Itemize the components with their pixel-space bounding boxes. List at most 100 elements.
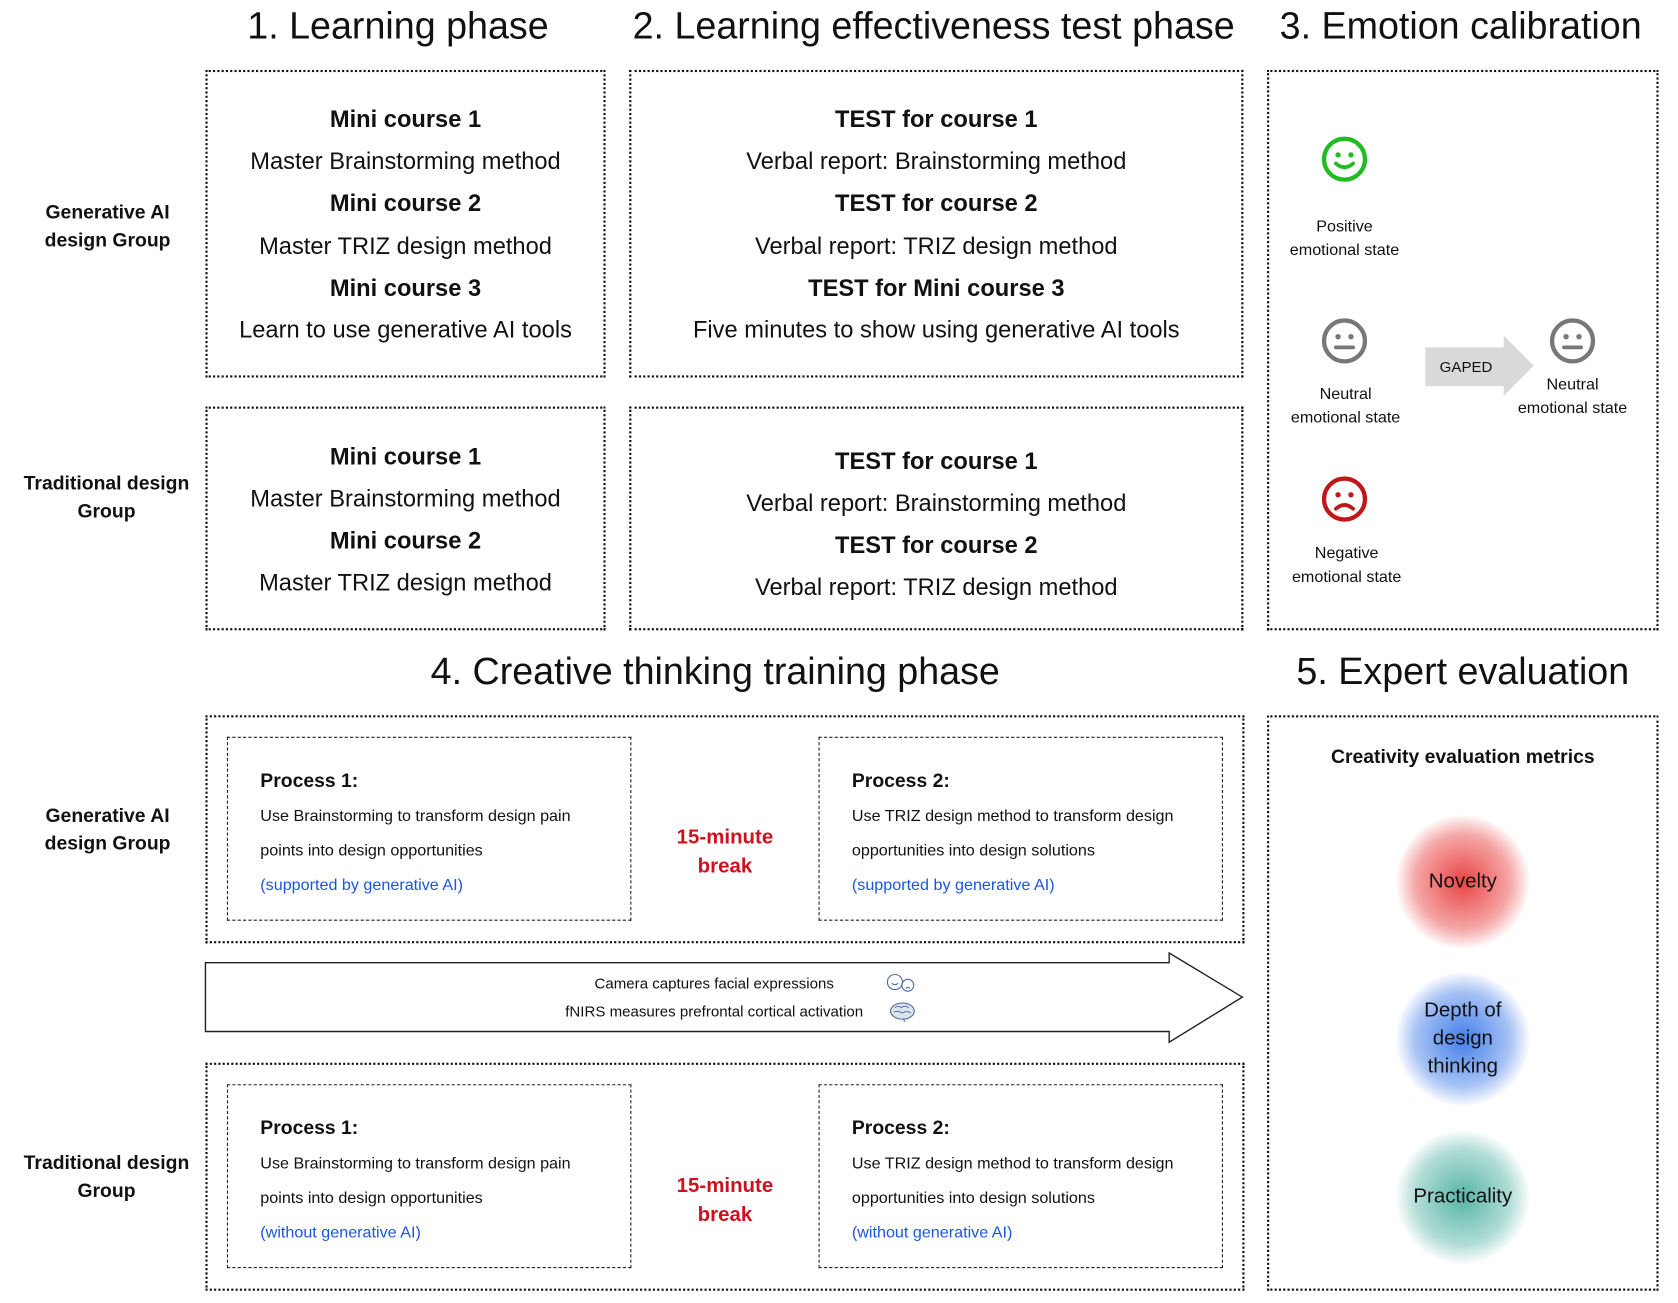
process-note: (without generative AI) <box>260 1223 421 1242</box>
learning-genai-box: Mini course 1 Master Brainstorming metho… <box>205 69 606 378</box>
process-title: Process 1: <box>260 1117 359 1139</box>
process-title: Process 1: <box>260 769 359 792</box>
expert-evaluation-title: 5. Expert evaluation <box>1296 650 1630 693</box>
camera-measure-text: Camera captures facial expressions <box>594 974 834 992</box>
training-genai-box: Process 1: Use Brainstorming to transfor… <box>205 715 1245 944</box>
process-desc: Use TRIZ design method to transform desi… <box>851 1154 1174 1173</box>
metric-label: Depth of <box>1424 999 1502 1022</box>
course-title: Mini course 3 <box>329 274 482 302</box>
label-line: design Group <box>44 229 171 251</box>
course-desc: Master Brainstorming method <box>250 147 561 175</box>
label-line: emotional state <box>1290 408 1401 428</box>
label-line: emotional state <box>1517 399 1628 418</box>
brain-icon <box>890 1002 915 1022</box>
training-traditional-box: Process 1: Use Brainstorming to transfor… <box>205 1062 1245 1291</box>
gaped-arrow-icon <box>1425 335 1534 396</box>
metrics-heading: Creativity evaluation metrics <box>1330 745 1595 768</box>
process-desc: opportunities into design solutions <box>851 841 1095 860</box>
group-label-genai: Generative AI design Group <box>11 198 205 254</box>
neutral-face-icon <box>1321 318 1368 364</box>
label-line: Neutral <box>1546 375 1599 394</box>
test-desc: Five minutes to show using generative AI… <box>692 316 1180 344</box>
course-desc: Master TRIZ design method <box>259 568 552 596</box>
gaped-label: GAPED <box>1439 358 1493 376</box>
process-desc: opportunities into design solutions <box>851 1189 1095 1208</box>
test-desc: Verbal report: TRIZ design method <box>755 232 1118 260</box>
group-label-genai-training: Generative AI design Group <box>11 801 205 857</box>
label-line: Negative <box>1314 544 1379 563</box>
label-line: Generative AI <box>45 804 170 827</box>
emotion-calibration-title: 3. Emotion calibration <box>1279 5 1642 48</box>
process-desc: Use Brainstorming to transform design pa… <box>260 1154 571 1173</box>
process-note: (supported by generative AI) <box>260 876 463 895</box>
label-line: break <box>697 855 753 878</box>
metric-practicality: Practicality <box>1396 1130 1530 1264</box>
break-label: 15-minute break <box>677 823 774 881</box>
metric-novelty: Novelty <box>1396 815 1530 949</box>
process-desc: Use Brainstorming to transform design pa… <box>260 807 571 826</box>
process-1-box: Process 1: Use Brainstorming to transfor… <box>226 736 632 921</box>
process-note: (without generative AI) <box>851 1223 1013 1242</box>
process-title: Process 2: <box>851 1117 950 1139</box>
label-line: 15-minute <box>676 826 774 849</box>
process-2-box: Process 2: Use TRIZ design method to tra… <box>818 1084 1223 1269</box>
label-line: Group <box>77 500 136 522</box>
fnirs-measure-text: fNIRS measures prefrontal cortical activ… <box>565 1002 864 1020</box>
measurement-arrow <box>204 951 1244 1044</box>
test-title: TEST for course 2 <box>835 189 1038 217</box>
test-genai-box: TEST for course 1 Verbal report: Brainst… <box>629 69 1244 378</box>
metric-label: Practicality <box>1413 1185 1513 1208</box>
result-state-label: Neutral emotional state <box>1518 373 1627 420</box>
metric-label: Novelty <box>1428 870 1497 893</box>
course-title: Mini course 2 <box>329 527 482 554</box>
process-title: Process 2: <box>851 769 950 792</box>
label-line: 15-minute <box>676 1174 774 1198</box>
positive-state-label: Positive emotional state <box>1290 215 1399 262</box>
negative-state-label: Negative emotional state <box>1292 542 1401 589</box>
metric-depth: Depth of design thinking <box>1396 972 1530 1106</box>
metric-label: design thinking <box>1427 1027 1499 1078</box>
process-desc: Use TRIZ design method to transform desi… <box>851 807 1174 826</box>
course-title: Mini course 2 <box>329 189 482 217</box>
learning-phase-title: 1. Learning phase <box>247 5 549 48</box>
training-phase-title: 4. Creative thinking training phase <box>430 650 1000 693</box>
test-title: TEST for course 1 <box>835 105 1038 133</box>
label-line: Positive <box>1316 217 1373 236</box>
process-2-box: Process 2: Use TRIZ design method to tra… <box>818 736 1223 921</box>
label-line: break <box>697 1203 753 1227</box>
label-line: Generative AI <box>45 201 170 223</box>
label-line: emotional state <box>1291 567 1402 587</box>
learning-traditional-box: Mini course 1 Master Brainstorming metho… <box>205 406 606 631</box>
neutral-state-label: Neutral emotional state <box>1291 383 1400 430</box>
facial-expression-icon <box>886 973 915 992</box>
process-desc: points into design opportunities <box>260 1189 483 1208</box>
course-title: Mini course 1 <box>329 443 482 471</box>
test-title: TEST for course 1 <box>835 447 1038 475</box>
process-1-box: Process 1: Use Brainstorming to transfor… <box>226 1084 632 1269</box>
expert-evaluation-box: Creativity evaluation metrics <box>1267 715 1659 1291</box>
negative-face-icon <box>1321 476 1368 522</box>
test-title: TEST for course 2 <box>835 531 1038 559</box>
break-label: 15-minute break <box>677 1171 774 1229</box>
course-title: Mini course 1 <box>329 105 482 133</box>
process-note: (supported by generative AI) <box>851 876 1055 895</box>
emotion-calibration-box <box>1267 69 1659 631</box>
process-desc: points into design opportunities <box>260 841 483 860</box>
test-phase-title: 2. Learning effectiveness test phase <box>632 5 1235 48</box>
label-line: Neutral <box>1319 385 1372 404</box>
label-line: Traditional design <box>23 472 190 494</box>
neutral-face-result-icon <box>1549 318 1596 364</box>
course-desc: Learn to use generative AI tools <box>239 316 572 344</box>
test-desc: Verbal report: Brainstorming method <box>746 147 1127 175</box>
test-desc: Verbal report: TRIZ design method <box>755 573 1118 601</box>
label-line: Traditional design <box>23 1151 190 1174</box>
label-line: emotional state <box>1289 240 1400 260</box>
course-desc: Master TRIZ design method <box>259 232 552 260</box>
label-line: design Group <box>44 832 171 855</box>
label-line: Group <box>77 1179 136 1202</box>
course-desc: Master Brainstorming method <box>250 485 561 512</box>
test-desc: Verbal report: Brainstorming method <box>746 489 1127 517</box>
